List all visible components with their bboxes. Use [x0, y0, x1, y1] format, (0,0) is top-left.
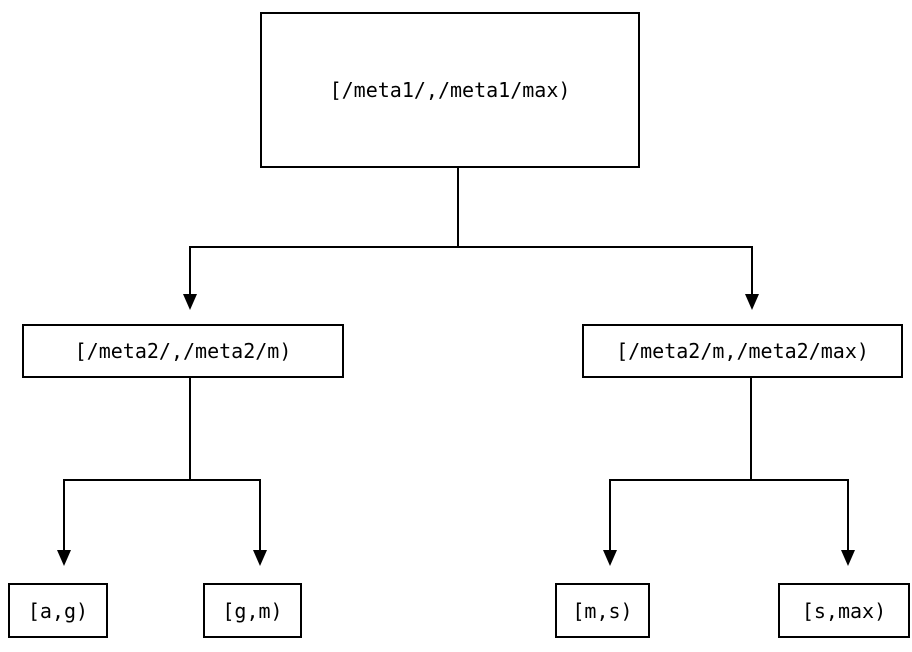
- node-right-child-label: [/meta2/m,/meta2/max): [616, 339, 869, 363]
- node-leaf-gm: [g,m): [203, 583, 302, 638]
- node-leaf-smax-label: [s,max): [801, 598, 887, 623]
- node-leaf-ag: [a,g): [8, 583, 108, 638]
- arrow-down-icon: [603, 550, 617, 566]
- node-leaf-ms-label: [m,s): [572, 598, 633, 623]
- edge-arrowheads: [57, 294, 855, 566]
- node-leaf-smax: [s,max): [778, 583, 910, 638]
- node-leaf-ag-label: [a,g): [27, 598, 89, 623]
- node-root: [/meta1/,/meta1/max): [260, 12, 640, 168]
- arrow-down-icon: [57, 550, 71, 566]
- node-root-label: [/meta1/,/meta1/max): [329, 78, 571, 102]
- node-right-child: [/meta2/m,/meta2/max): [582, 324, 903, 378]
- edge-lines: [63, 168, 849, 551]
- arrow-down-icon: [841, 550, 855, 566]
- node-left-child-label: [/meta2/,/meta2/m): [74, 339, 292, 363]
- node-leaf-ms: [m,s): [555, 583, 650, 638]
- node-leaf-gm-label: [g,m): [222, 598, 283, 623]
- arrow-down-icon: [183, 294, 197, 310]
- node-left-child: [/meta2/,/meta2/m): [22, 324, 344, 378]
- arrow-down-icon: [745, 294, 759, 310]
- arrow-down-icon: [253, 550, 267, 566]
